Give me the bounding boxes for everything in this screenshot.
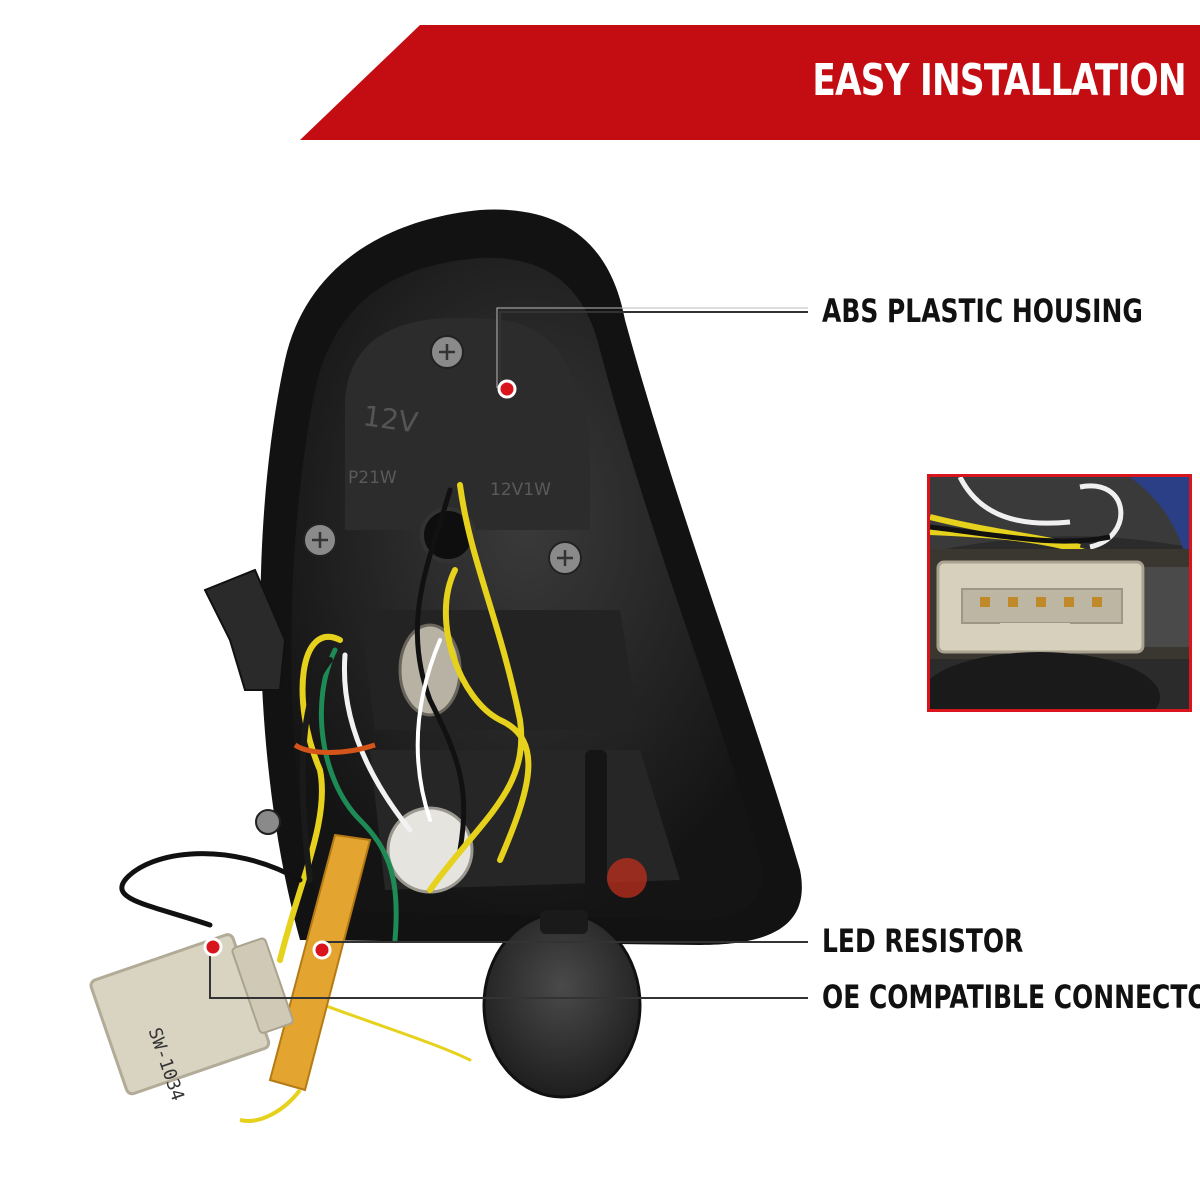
connector-closeup-photo [930,477,1189,709]
connector-closeup-inset [927,474,1192,712]
callout-housing-label: ABS PLASTIC HOUSING [822,292,1143,330]
callout-dot-resistor [312,940,332,960]
banner-title: EASY INSTALLATION [812,55,1187,106]
rubber-cap [482,911,642,1099]
callout-leader-connector [209,950,808,999]
housing-bulb-left-text: P21W [348,468,397,488]
callout-dot-connector [203,937,223,957]
callout-leader-housing [496,307,808,390]
wiring-harness [119,482,532,1062]
callout-dot-housing [497,379,517,399]
screw-bottom [255,809,281,835]
housing-bulb-right-text: 12V1W [490,480,551,500]
screw-right [548,541,582,575]
screw-top [430,335,464,369]
callout-connector-label: OE COMPATIBLE CONNECTOR [822,978,1200,1016]
grommet [420,507,476,563]
oe-connector: SW-1034 [89,933,294,1104]
callout-resistor-label: LED RESISTOR [822,922,1024,960]
header-banner: EASY INSTALLATION [300,25,1200,140]
screw-left [303,523,337,557]
housing-voltage-text: 12V [361,399,420,439]
